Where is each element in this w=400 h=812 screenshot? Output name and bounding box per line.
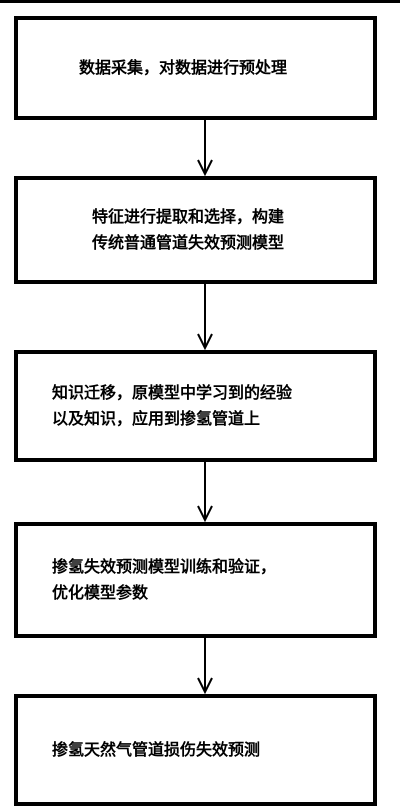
arrow-3-4 bbox=[197, 462, 213, 523]
top-border bbox=[0, 0, 400, 3]
step-5-box: 掺氢天然气管道损伤失效预测 bbox=[14, 694, 377, 806]
step-4-line-2: 优化模型参数 bbox=[52, 583, 149, 602]
step-3-line-2: 以及知识，应用到掺氢管道上 bbox=[52, 409, 261, 428]
step-2-line-2: 传统普通管道失效预测模型 bbox=[92, 233, 285, 252]
arrow-1-2 bbox=[197, 120, 213, 177]
step-3-line-1: 知识迁移，原模型中学习到的经验 bbox=[52, 383, 293, 402]
step-1-line-1: 数据采集，对数据进行预处理 bbox=[79, 58, 288, 77]
step-2-line-1: 特征进行提取和选择，构建 bbox=[92, 207, 285, 226]
step-4-line-1: 掺氢失效预测模型训练和验证， bbox=[52, 557, 277, 576]
step-1-box: 数据采集，对数据进行预处理 bbox=[14, 16, 377, 120]
arrow-2-3 bbox=[197, 284, 213, 351]
step-2-box: 特征进行提取和选择，构建 传统普通管道失效预测模型 bbox=[14, 176, 377, 284]
step-3-box: 知识迁移，原模型中学习到的经验 以及知识，应用到掺氢管道上 bbox=[14, 350, 377, 462]
step-5-line-1: 掺氢天然气管道损伤失效预测 bbox=[52, 740, 261, 759]
step-4-box: 掺氢失效预测模型训练和验证， 优化模型参数 bbox=[14, 522, 377, 638]
arrow-4-5 bbox=[197, 638, 213, 695]
